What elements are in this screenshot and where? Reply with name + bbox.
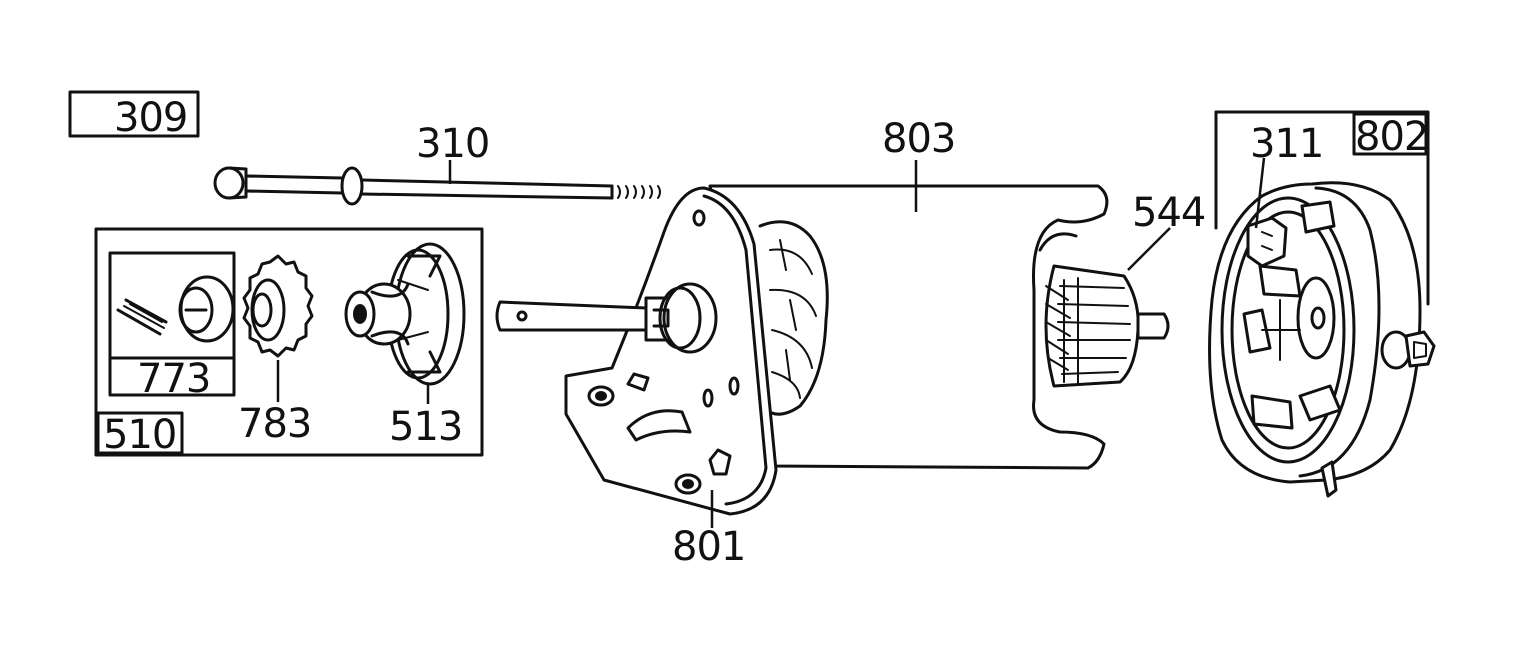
callout-309-box: 309 <box>68 90 200 141</box>
drive-assembly: 513 <box>344 242 466 450</box>
callout-544: 544 <box>1132 190 1205 236</box>
armature-shaft <box>495 282 718 354</box>
motor-housing: 803 <box>708 116 1109 470</box>
callout-309: 309 <box>114 95 187 141</box>
drive-kit-box: 510 773 783 513 <box>94 227 484 458</box>
callout-783: 783 <box>238 401 311 447</box>
callout-802-box: 802 <box>1214 110 1430 306</box>
callout-773: 773 <box>137 356 210 402</box>
callout-802: 802 <box>1355 114 1428 160</box>
brush-end-cap: 311 <box>1208 121 1436 498</box>
callout-803: 803 <box>882 116 955 162</box>
callout-310: 310 <box>416 121 489 167</box>
drive-end-cap: 801 <box>564 186 778 570</box>
armature-commutator: 544 <box>1044 190 1206 388</box>
through-bolt: 310 <box>213 121 661 206</box>
callout-510: 510 <box>103 412 176 458</box>
pinion-gear: 783 <box>238 254 314 447</box>
callout-513: 513 <box>389 404 462 450</box>
callout-311: 311 <box>1250 121 1323 167</box>
callout-801: 801 <box>672 524 745 570</box>
